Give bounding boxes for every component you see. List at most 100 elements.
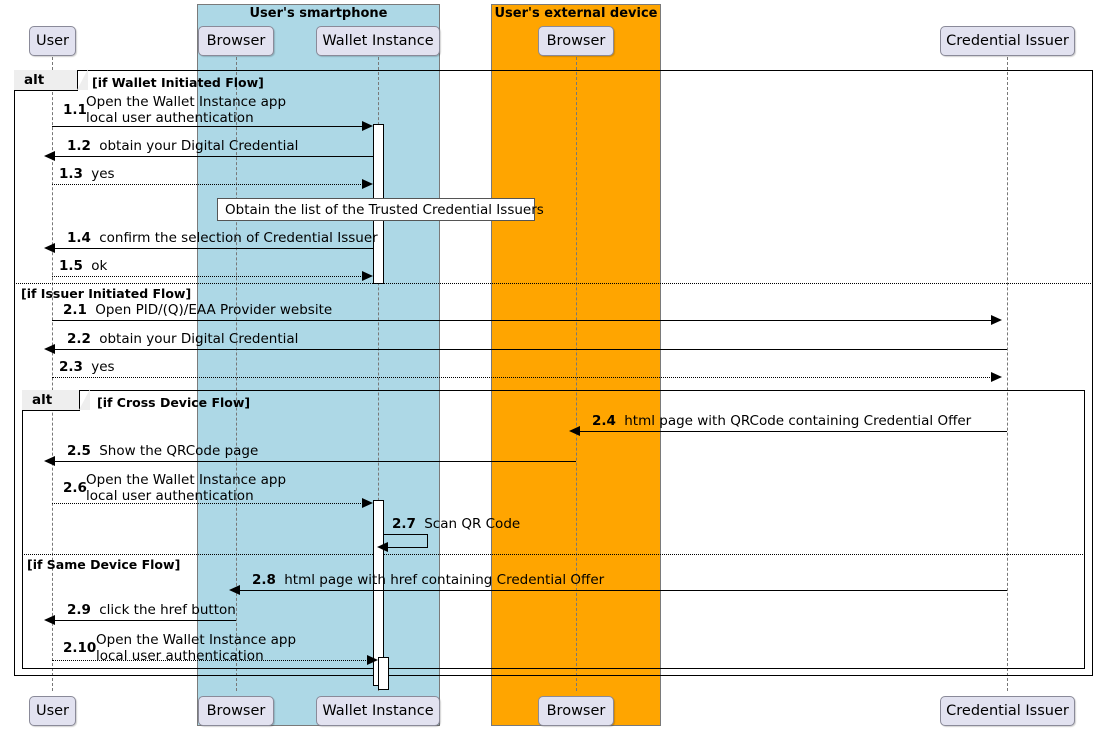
fragment-alt-inner bbox=[22, 390, 1085, 669]
message-seq: 2.1 bbox=[63, 302, 87, 318]
message-text: Scan QR Code bbox=[424, 516, 521, 532]
participant-browser-phone-top[interactable]: Browser bbox=[198, 26, 274, 56]
message-1-3-line bbox=[52, 184, 365, 185]
lifeline-user bbox=[52, 57, 53, 691]
message-seq: 1.5 bbox=[59, 258, 83, 274]
fragment-alt-outer-separator bbox=[14, 283, 1093, 284]
fragment-alt-outer bbox=[14, 70, 1093, 676]
note-trusted-issuers: Obtain the list of the Trusted Credentia… bbox=[217, 198, 544, 221]
message-2-3-label: 2.3 yes bbox=[59, 360, 115, 375]
note-text: Obtain the list of the Trusted Credentia… bbox=[225, 201, 544, 218]
message-2-6-label: Open the Wallet Instance app local user … bbox=[86, 472, 286, 504]
message-seq: 2.5 bbox=[67, 443, 91, 459]
message-2-9-line bbox=[55, 620, 236, 621]
participant-browser-external-bottom[interactable]: Browser bbox=[538, 696, 614, 726]
message-text: Open PID/(Q)/EAA Provider website bbox=[95, 302, 333, 318]
message-2-9-label: 2.9 click the href button bbox=[67, 603, 236, 618]
message-2-2-arrowhead bbox=[44, 344, 55, 354]
message-1-5-arrowhead bbox=[362, 271, 373, 281]
message-2-9-arrowhead bbox=[44, 615, 55, 625]
fragment-alt-inner-condition-2: [if Same Device Flow] bbox=[27, 557, 181, 572]
message-2-10-label: Open the Wallet Instance app local user … bbox=[96, 632, 297, 664]
message-2-6-arrowhead bbox=[362, 498, 373, 508]
message-text: obtain your Digital Credential bbox=[99, 331, 299, 347]
message-2-10-seq: 2.10 bbox=[63, 640, 97, 656]
fragment-alt-inner-operator-label: alt bbox=[22, 388, 90, 411]
participant-user-top[interactable]: User bbox=[29, 26, 76, 56]
message-2-5-arrowhead bbox=[44, 456, 55, 466]
lifeline-browser-phone bbox=[236, 57, 237, 691]
lifeline-wallet-instance bbox=[378, 57, 379, 691]
message-text: html page with href containing Credentia… bbox=[284, 572, 605, 588]
lifeline-browser-external bbox=[576, 57, 577, 691]
participant-wallet-instance-bottom[interactable]: Wallet Instance bbox=[316, 696, 440, 726]
message-1-3-arrowhead bbox=[362, 179, 373, 189]
message-text: click the href button bbox=[99, 602, 236, 618]
fragment-operator-text: alt bbox=[32, 392, 53, 408]
message-2-10-line bbox=[52, 660, 370, 661]
message-2-1-label: 2.1 Open PID/(Q)/EAA Provider website bbox=[63, 303, 332, 318]
group-title-external-device: User's external device bbox=[494, 6, 658, 21]
message-2-1-line bbox=[52, 320, 994, 321]
message-2-5-line bbox=[55, 461, 576, 462]
message-2-1-arrowhead bbox=[991, 315, 1002, 325]
message-seq: 2.3 bbox=[59, 359, 83, 375]
message-1-2-arrowhead bbox=[44, 151, 55, 161]
message-2-7-arrowhead bbox=[377, 542, 388, 552]
message-2-2-line bbox=[55, 349, 1007, 350]
fragment-alt-outer-condition-2: [if Issuer Initiated Flow] bbox=[21, 286, 192, 301]
message-1-1-seq: 1.1 bbox=[63, 102, 87, 118]
message-1-1-arrowhead bbox=[362, 121, 373, 131]
participant-wallet-instance-top[interactable]: Wallet Instance bbox=[316, 26, 440, 56]
message-2-2-label: 2.2 obtain your Digital Credential bbox=[67, 332, 298, 347]
fragment-alt-inner-condition-1: [if Cross Device Flow] bbox=[97, 395, 251, 410]
message-seq: 2.8 bbox=[252, 572, 276, 588]
message-1-4-line bbox=[55, 248, 373, 249]
participant-label: Credential Issuer bbox=[946, 703, 1069, 719]
participant-label: Credential Issuer bbox=[946, 33, 1069, 49]
participant-label: Browser bbox=[546, 703, 606, 719]
message-1-4-arrowhead bbox=[44, 243, 55, 253]
fragment-alt-outer-operator-label: alt bbox=[14, 68, 88, 91]
participant-label: User bbox=[35, 703, 70, 719]
participant-credential-issuer-bottom[interactable]: Credential Issuer bbox=[940, 696, 1075, 726]
message-2-4-label: 2.4 html page with QRCode containing Cre… bbox=[592, 414, 971, 429]
message-2-5-label: 2.5 Show the QRCode page bbox=[67, 444, 258, 459]
message-text-line: Open the Wallet Instance app bbox=[96, 632, 297, 648]
message-seq: 1.4 bbox=[67, 230, 91, 246]
message-text-line: local user authentication bbox=[86, 487, 254, 504]
message-text-line: local user authentication bbox=[86, 109, 254, 126]
message-text: confirm the selection of Credential Issu… bbox=[99, 230, 378, 246]
message-text: obtain your Digital Credential bbox=[99, 138, 299, 154]
message-2-10-arrowhead bbox=[367, 655, 378, 665]
message-seq: 2.7 bbox=[392, 516, 416, 532]
message-text-line: Open the Wallet Instance app bbox=[86, 94, 287, 110]
group-title-smartphone: User's smartphone bbox=[249, 6, 388, 21]
group-box-smartphone bbox=[197, 4, 440, 726]
participant-label: User bbox=[35, 33, 70, 49]
lifeline-credential-issuer bbox=[1007, 57, 1008, 691]
participant-browser-external-top[interactable]: Browser bbox=[538, 26, 614, 56]
message-1-1-line bbox=[52, 126, 365, 127]
message-2-6-seq: 2.6 bbox=[63, 480, 87, 496]
fragment-operator-text: alt bbox=[24, 72, 45, 88]
message-text: yes bbox=[91, 359, 115, 375]
message-1-4-label: 1.4 confirm the selection of Credential … bbox=[67, 231, 378, 246]
message-1-5-label: 1.5 ok bbox=[59, 259, 107, 274]
message-2-7-label: 2.7 Scan QR Code bbox=[392, 517, 520, 532]
participant-user-bottom[interactable]: User bbox=[29, 696, 76, 726]
message-2-4-arrowhead bbox=[569, 426, 580, 436]
message-seq: 2.2 bbox=[67, 331, 91, 347]
participant-credential-issuer-top[interactable]: Credential Issuer bbox=[940, 26, 1075, 56]
message-2-8-line bbox=[240, 590, 1007, 591]
message-1-3-label: 1.3 yes bbox=[59, 167, 115, 182]
message-text: ok bbox=[91, 258, 108, 274]
message-text: html page with QRCode containing Credent… bbox=[624, 413, 972, 429]
message-text-line: local user authentication bbox=[96, 647, 264, 664]
message-1-2-line bbox=[55, 156, 373, 157]
participant-browser-phone-bottom[interactable]: Browser bbox=[198, 696, 274, 726]
participant-label: Wallet Instance bbox=[322, 33, 434, 49]
message-2-3-arrowhead bbox=[991, 372, 1002, 382]
message-1-1-label: Open the Wallet Instance app local user … bbox=[86, 94, 287, 126]
